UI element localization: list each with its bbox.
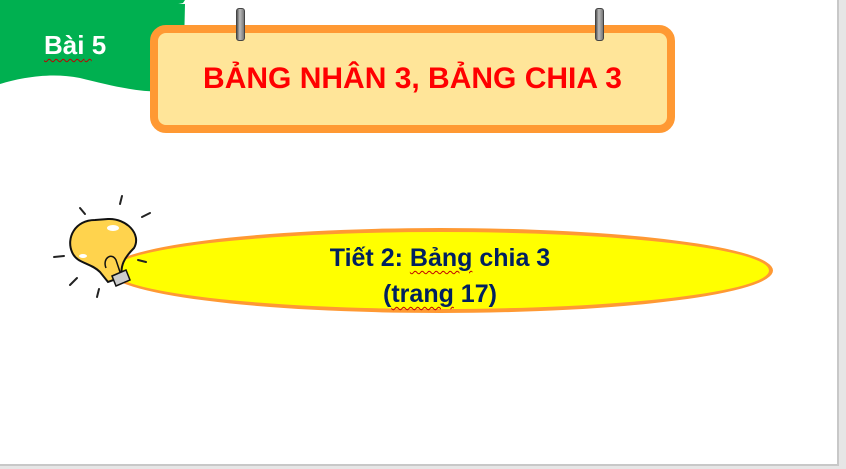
binder-clip-left [236,8,245,41]
lesson-number: 5 [91,30,107,60]
subtitle-text: chia 3 [472,244,551,272]
lesson-label: Bài 5 [44,30,106,61]
binder-clip-right [595,8,604,41]
subtitle-line-1: Tiết 2: Bảng chia 3 [140,240,740,276]
title-box: BẢNG NHÂN 3, BẢNG CHIA 3 [150,25,675,133]
subtitle-text: Bảng [409,244,473,272]
lesson-word: Bài [44,30,85,60]
subtitle-text: Tiết 2: [329,244,410,272]
subtitle-text: ( [383,280,392,308]
subtitle-line-2: (trang 17) [140,276,740,312]
lightbulb-icon [53,195,151,298]
page-title: BẢNG NHÂN 3, BẢNG CHIA 3 [203,62,622,95]
subtitle-oval [108,228,773,313]
subtitle-text: 17) [453,280,497,308]
subtitle-text: trang [391,280,454,308]
subtitle: Tiết 2: Bảng chia 3 (trang 17) [140,240,740,312]
green-flag-banner [0,0,185,92]
